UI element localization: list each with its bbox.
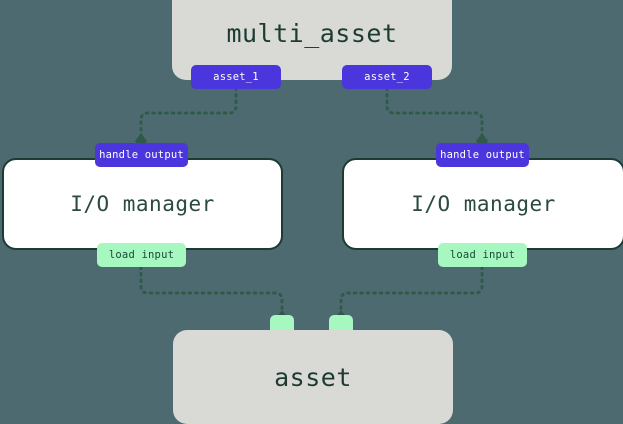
output-port-asset-2[interactable]: asset_2 — [342, 65, 432, 89]
output-port-load-input-left[interactable]: load input — [97, 243, 186, 267]
edge-load-input-left-to-asset-port1 — [139, 265, 284, 316]
node-asset-label: asset — [274, 362, 352, 392]
output-port-asset-2-label: asset_2 — [364, 71, 410, 83]
output-port-asset-1-label: asset_1 — [213, 71, 259, 83]
node-io-manager-right-label: I/O manager — [411, 192, 556, 216]
input-port-handle-output-right[interactable]: handle output — [436, 143, 529, 167]
output-port-load-input-left-label: load input — [108, 249, 175, 261]
output-port-load-input-right[interactable]: load input — [438, 243, 527, 267]
node-multi-asset-label: multi_asset — [226, 18, 398, 48]
output-port-asset-1[interactable]: asset_1 — [191, 65, 281, 89]
output-port-load-input-right-label: load input — [449, 249, 516, 261]
input-port-handle-output-left[interactable]: handle output — [95, 143, 188, 167]
edge-asset1-to-handle-output-left — [139, 86, 238, 139]
input-port-handle-output-right-label: handle output — [440, 149, 525, 161]
node-io-manager-left[interactable]: I/O manager — [2, 158, 283, 250]
node-asset[interactable]: asset — [173, 330, 453, 424]
edge-asset2-to-handle-output-right — [385, 86, 484, 139]
node-io-manager-left-label: I/O manager — [70, 192, 215, 216]
node-io-manager-right[interactable]: I/O manager — [342, 158, 623, 250]
input-port-handle-output-left-label: handle output — [99, 149, 184, 161]
edge-load-input-right-to-asset-port2 — [339, 265, 484, 316]
